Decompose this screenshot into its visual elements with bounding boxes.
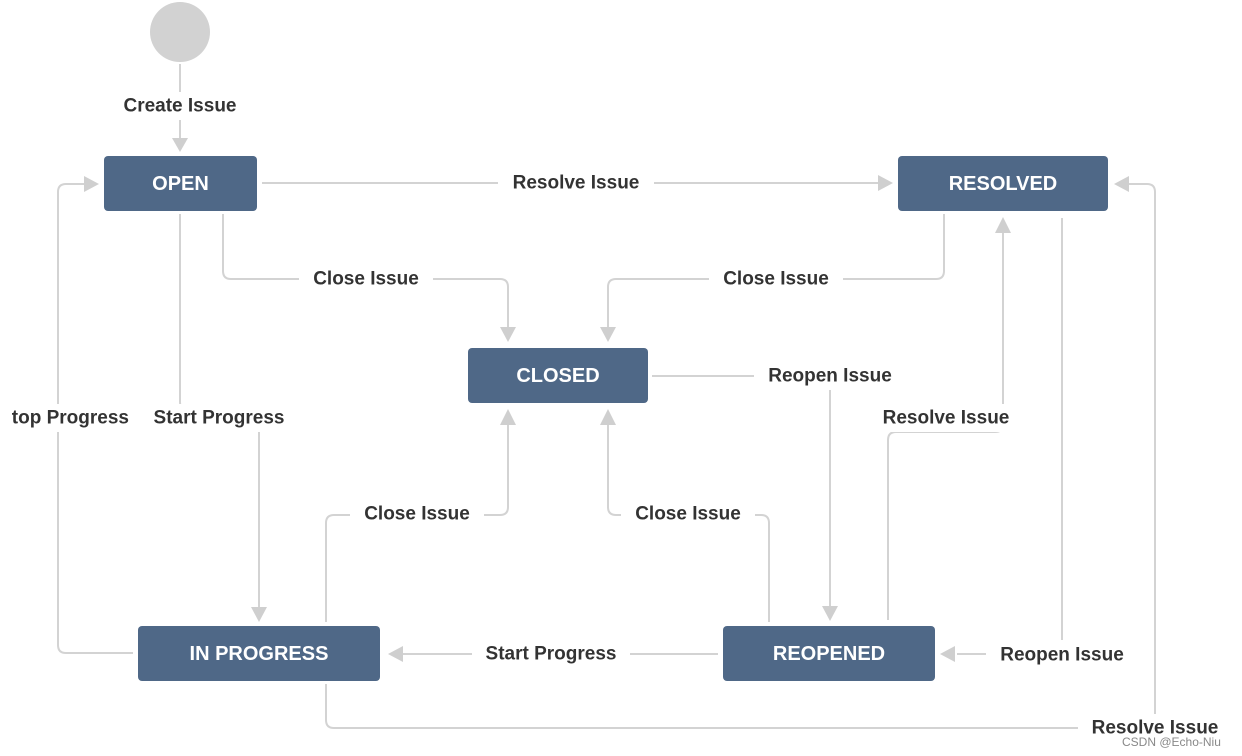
arrowhead-reopened-top bbox=[822, 606, 838, 621]
label-start-progress-reopened: Start Progress bbox=[486, 644, 617, 665]
state-reopened[interactable]: REOPENED bbox=[723, 626, 935, 681]
label-resolve-open: Resolve Issue bbox=[513, 173, 640, 194]
state-open[interactable]: OPEN bbox=[104, 156, 257, 211]
label-stop-progress: top Progress bbox=[12, 408, 129, 429]
label-start-progress-open: Start Progress bbox=[154, 408, 285, 429]
label-resolve-inprogress: Resolve Issue bbox=[1092, 718, 1219, 739]
arrowhead-resolved-bottom bbox=[995, 217, 1011, 233]
state-open-label: OPEN bbox=[152, 173, 209, 195]
edge-resolved-reopen bbox=[957, 218, 1063, 655]
state-closed[interactable]: CLOSED bbox=[468, 348, 648, 403]
label-close-inprogress: Close Issue bbox=[364, 504, 470, 525]
arrowhead-closed-right-bottom bbox=[600, 409, 616, 425]
arrowheads bbox=[84, 138, 1129, 662]
label-reopen-resolved: Reopen Issue bbox=[1000, 645, 1124, 666]
arrowhead-open-top bbox=[172, 138, 188, 152]
label-reopen-closed: Reopen Issue bbox=[768, 366, 892, 387]
state-resolved[interactable]: RESOLVED bbox=[898, 156, 1108, 211]
arrowhead-closed-right-top bbox=[600, 327, 616, 342]
label-close-resolved: Close Issue bbox=[723, 269, 829, 290]
state-resolved-label: RESOLVED bbox=[949, 173, 1058, 195]
arrowhead-reopened-right bbox=[940, 646, 955, 662]
arrowhead-closed-left-bottom bbox=[500, 409, 516, 425]
state-in-progress-label: IN PROGRESS bbox=[190, 643, 329, 665]
start-node bbox=[150, 2, 210, 62]
label-close-open: Close Issue bbox=[313, 269, 419, 290]
watermark: CSDN @Echo-Niu bbox=[1122, 735, 1221, 749]
arrowhead-open-left bbox=[84, 176, 99, 192]
label-create-issue: Create Issue bbox=[123, 96, 236, 117]
state-in-progress[interactable]: IN PROGRESS bbox=[138, 626, 380, 681]
arrowhead-resolved-left bbox=[878, 175, 893, 191]
label-resolve-reopened: Resolve Issue bbox=[883, 408, 1010, 429]
state-reopened-label: REOPENED bbox=[773, 643, 885, 665]
edge-closed-reopen bbox=[652, 375, 831, 610]
edge-labels: Create Issue Resolve Issue Close Issue C… bbox=[0, 92, 1234, 742]
arrowhead-closed-left-top bbox=[500, 327, 516, 342]
arrowhead-inprogress-top bbox=[251, 607, 267, 622]
state-closed-label: CLOSED bbox=[516, 365, 599, 387]
arrowhead-inprogress-right bbox=[388, 646, 403, 662]
arrowhead-resolved-right bbox=[1114, 176, 1129, 192]
label-close-reopened: Close Issue bbox=[635, 504, 741, 525]
